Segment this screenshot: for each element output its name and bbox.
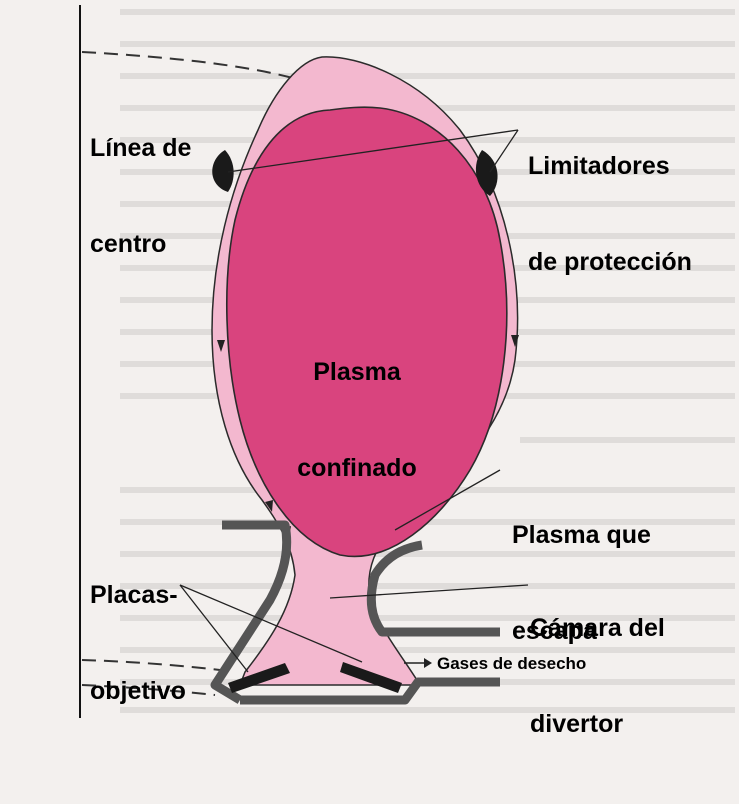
label-plasma-2: confinado xyxy=(297,454,417,482)
label-escaping-1: Plasma que xyxy=(512,521,651,549)
label-escaping-2: escapa xyxy=(512,617,597,645)
escaping-leader xyxy=(394,469,501,531)
limiter-leader-right xyxy=(489,129,519,173)
divertor-leader xyxy=(329,584,529,599)
targets-leader-2 xyxy=(179,584,363,663)
vessel-dashed-bottom-2 xyxy=(81,684,216,696)
flow-arrow-right-upper xyxy=(511,335,519,347)
label-divertor-chamber: Cámara del divertor xyxy=(530,548,665,804)
vessel-dashed-bottom xyxy=(81,659,221,671)
target-plate-left xyxy=(228,663,290,693)
label-divertor-2: divertor xyxy=(530,710,624,738)
target-plate-right xyxy=(340,662,402,693)
label-targets-2: objetivo xyxy=(90,677,186,705)
label-escaping-plasma: Plasma que escapa xyxy=(512,455,651,711)
flow-arrow-left-lower xyxy=(265,500,273,512)
exhaust-arrow-head xyxy=(424,658,432,668)
divertor-wall-right xyxy=(366,540,500,637)
label-targets-1: Placas- xyxy=(90,581,178,609)
label-confined-plasma: Plasma confinado xyxy=(282,292,432,548)
tokamak-divertor-diagram: Línea de centro Limitadores de protecció… xyxy=(79,5,735,738)
label-limiters-1: Limitadores xyxy=(528,152,670,180)
flow-arrow-left-upper xyxy=(217,340,225,352)
label-center-line-1: Línea de xyxy=(90,134,192,162)
limiter-right xyxy=(475,150,498,196)
label-target-plates: Placas- objetivo xyxy=(90,515,186,771)
confined-plasma-core xyxy=(226,106,508,558)
limiter-leader-left xyxy=(227,129,519,173)
vessel-dashed-top xyxy=(81,51,301,81)
label-exhaust-gases: Gases de desecho xyxy=(437,654,587,673)
label-limiters: Limitadores de protección xyxy=(528,86,692,342)
divertor-walls xyxy=(210,520,500,705)
limiter-left xyxy=(212,150,234,192)
diagram-graphic xyxy=(79,5,735,718)
divertor-wall-left xyxy=(210,520,292,704)
divertor-floor xyxy=(240,677,500,705)
label-plasma-1: Plasma xyxy=(313,358,401,386)
label-divertor-1: Cámara del xyxy=(530,614,665,642)
label-limiters-2: de protección xyxy=(528,248,692,276)
label-center-line: Línea de centro xyxy=(90,68,191,324)
label-center-line-2: centro xyxy=(90,230,167,258)
targets-leader-1 xyxy=(179,584,249,673)
